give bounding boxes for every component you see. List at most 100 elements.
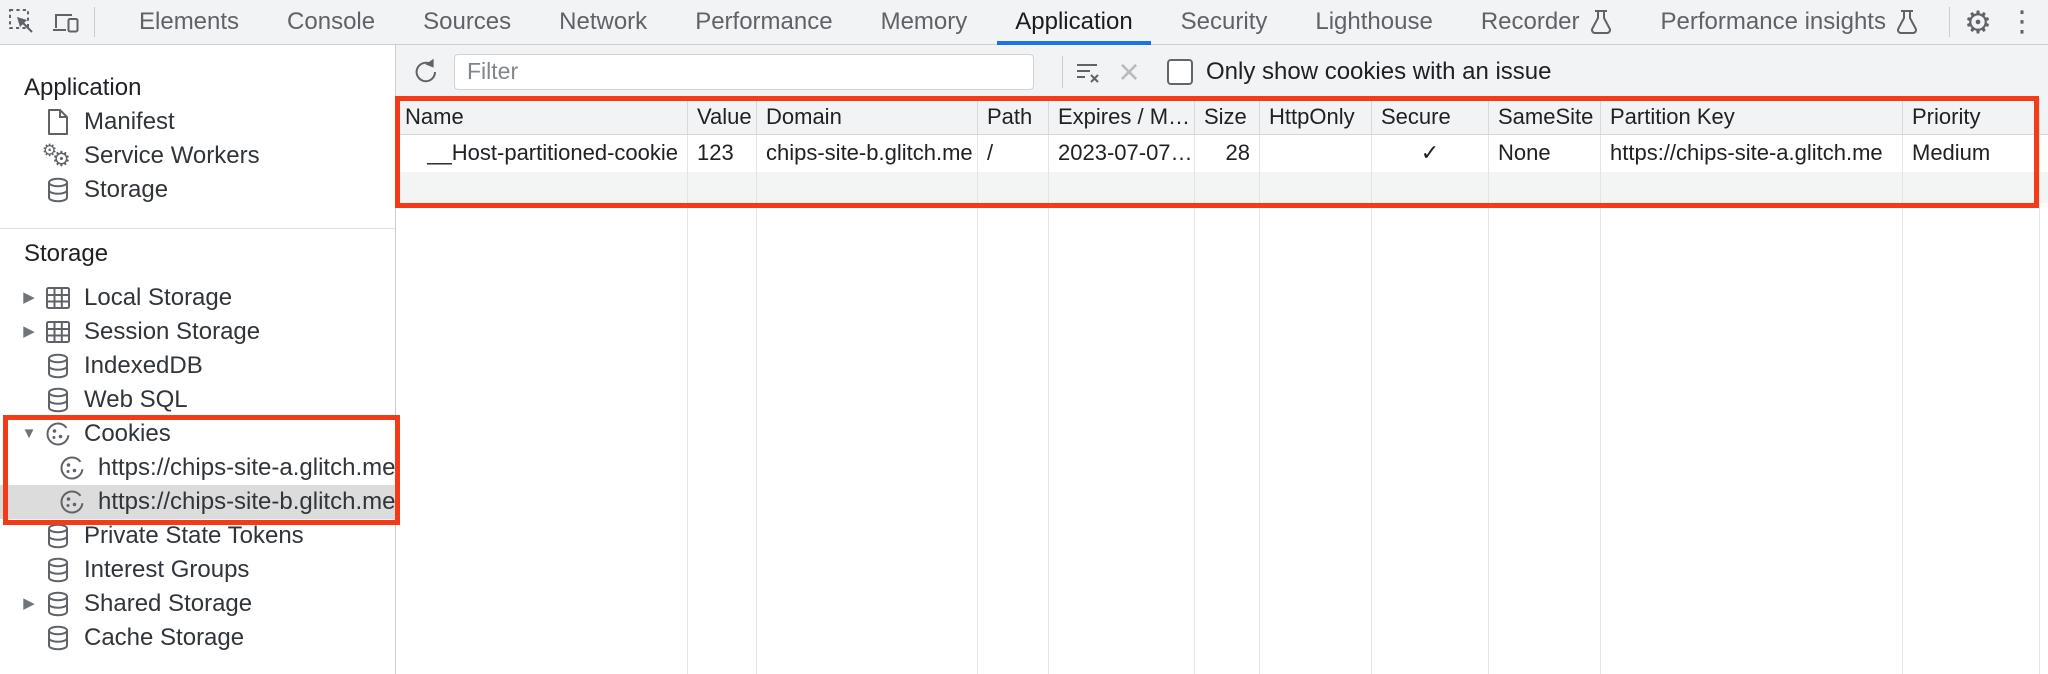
tab-elements[interactable]: Elements [115, 0, 263, 45]
tab-label: Memory [880, 8, 968, 35]
tab-performance-insights[interactable]: Performance insights [1637, 0, 1943, 45]
manifest-file-icon [44, 108, 72, 136]
sidebar-item-label: Web SQL [84, 386, 188, 413]
cell-value[interactable]: 123 [688, 135, 757, 172]
only-issue-checkbox[interactable] [1167, 58, 1193, 85]
tab-label: Application [1015, 8, 1133, 35]
chevron-collapsed-icon[interactable]: ▶ [23, 323, 35, 340]
more-options-button[interactable]: ⋮ [2000, 0, 2044, 44]
chevron-collapsed-icon[interactable]: ▶ [23, 289, 35, 306]
column-header-partition-key[interactable]: Partition Key [1601, 98, 1903, 134]
toolbar-divider [1062, 55, 1063, 88]
tab-application[interactable]: Application [991, 0, 1156, 45]
sidebar-item-label: Local Storage [84, 284, 233, 311]
inspect-cursor-icon [7, 7, 37, 37]
filter-input[interactable] [454, 53, 1034, 90]
sidebar-item-cache-storage[interactable]: Cache Storage [0, 621, 395, 655]
panel-tabs: Elements Console Sources Network Perform… [115, 0, 1943, 45]
tab-label: Performance insights [1660, 8, 1886, 35]
tab-label: Performance [695, 8, 833, 35]
cell-partition-key[interactable]: https://chips-site-a.glitch.me [1601, 135, 1903, 172]
clear-filter-button[interactable] [1065, 50, 1109, 94]
sidebar-item-manifest[interactable]: Manifest [0, 105, 395, 139]
sidebar-item-cookies-chips-site-b[interactable]: https://chips-site-b.glitch.me [0, 485, 395, 519]
cell-expires[interactable]: 2023-07-07… [1049, 135, 1195, 172]
tab-network[interactable]: Network [535, 0, 671, 45]
cell-name[interactable]: __Host-partitioned-cookie [396, 135, 688, 172]
sidebar-item-private-state-tokens[interactable]: Private State Tokens [0, 519, 395, 553]
tab-console[interactable]: Console [263, 0, 399, 45]
sidebar-item-cookies[interactable]: ▼ Cookies [0, 417, 395, 451]
database-icon [44, 352, 72, 380]
tab-label: Sources [423, 8, 512, 35]
sidebar-item-cookies-chips-site-a[interactable]: https://chips-site-a.glitch.me [0, 451, 395, 485]
column-header-priority[interactable]: Priority [1903, 98, 2040, 134]
refresh-icon [411, 57, 441, 87]
tab-recorder[interactable]: Recorder [1457, 0, 1637, 45]
cookies-table-header: Name Value Domain Path Expires / M… Size… [396, 98, 2048, 135]
close-devtools-button[interactable]: × [2044, 0, 2048, 44]
column-header-samesite[interactable]: SameSite [1489, 98, 1601, 134]
cell-path[interactable]: / [978, 135, 1049, 172]
clear-filter-icon [1071, 56, 1103, 88]
grid-icon [44, 284, 72, 312]
tab-label: Recorder [1480, 8, 1580, 35]
column-header-secure[interactable]: Secure [1372, 98, 1489, 134]
sidebar-item-label: Cookies [84, 420, 171, 447]
experiment-flask-icon [1589, 9, 1613, 35]
empty-stripe-row [396, 172, 2048, 203]
column-header-expires[interactable]: Expires / M… [1049, 98, 1195, 134]
more-options-dots-icon: ⋮ [2007, 5, 2037, 38]
database-icon [44, 624, 72, 652]
toolbar-divider [1948, 7, 1950, 37]
database-icon [44, 556, 72, 584]
chevron-collapsed-icon[interactable]: ▶ [23, 595, 35, 612]
sidebar-section-divider [0, 228, 395, 229]
tab-label: Lighthouse [1315, 8, 1433, 35]
tab-memory[interactable]: Memory [857, 0, 992, 45]
sidebar-item-label: https://chips-site-b.glitch.me [98, 488, 396, 515]
section-title-storage: Storage [24, 240, 109, 267]
sidebar-item-indexeddb[interactable]: IndexedDB [0, 349, 395, 383]
column-header-value[interactable]: Value [688, 98, 757, 134]
cell-domain[interactable]: chips-site-b.glitch.me [757, 135, 978, 172]
cookie-icon [44, 420, 72, 448]
cell-httponly[interactable] [1260, 135, 1372, 172]
sidebar-item-storage[interactable]: Storage [0, 173, 395, 207]
chevron-expanded-icon[interactable]: ▼ [21, 425, 37, 442]
column-header-size[interactable]: Size [1195, 98, 1260, 134]
sidebar-item-session-storage[interactable]: ▶ Session Storage [0, 315, 395, 349]
tab-security[interactable]: Security [1157, 0, 1292, 45]
sidebar-item-service-workers[interactable]: ⚙⚙ Service Workers [0, 139, 395, 173]
cookie-table-row[interactable]: __Host-partitioned-cookie 123 chips-site… [396, 135, 2048, 172]
sidebar-item-interest-groups[interactable]: Interest Groups [0, 553, 395, 587]
tab-label: Console [287, 8, 376, 35]
tab-label: Elements [139, 8, 240, 35]
column-header-domain[interactable]: Domain [757, 98, 978, 134]
sidebar-item-local-storage[interactable]: ▶ Local Storage [0, 281, 395, 315]
service-workers-icon: ⚙⚙ [42, 141, 71, 171]
database-icon [44, 590, 72, 618]
column-header-path[interactable]: Path [978, 98, 1049, 134]
tab-performance[interactable]: Performance [671, 0, 856, 45]
inspect-element-button[interactable] [0, 0, 44, 44]
section-title-application: Application [24, 74, 142, 101]
cell-secure-checkmark[interactable]: ✓ [1372, 135, 1489, 172]
device-toolbar-button[interactable] [44, 0, 88, 44]
tab-lighthouse[interactable]: Lighthouse [1291, 0, 1456, 45]
cell-priority[interactable]: Medium [1903, 135, 2040, 172]
sidebar-item-label: Cache Storage [84, 624, 245, 651]
cell-size[interactable]: 28 [1195, 135, 1260, 172]
sidebar-item-web-sql[interactable]: Web SQL [0, 383, 395, 417]
column-header-httponly[interactable]: HttpOnly [1260, 98, 1372, 134]
cell-samesite[interactable]: None [1489, 135, 1601, 172]
sidebar-item-label: Storage [84, 176, 169, 203]
tab-sources[interactable]: Sources [399, 0, 535, 45]
sidebar-item-label: https://chips-site-a.glitch.me [98, 454, 396, 481]
database-icon [44, 386, 72, 414]
column-header-name[interactable]: Name [396, 98, 688, 134]
settings-button[interactable]: ⚙ [1956, 0, 2000, 44]
refresh-button[interactable] [404, 50, 448, 94]
sidebar-item-shared-storage[interactable]: ▶ Shared Storage [0, 587, 395, 621]
